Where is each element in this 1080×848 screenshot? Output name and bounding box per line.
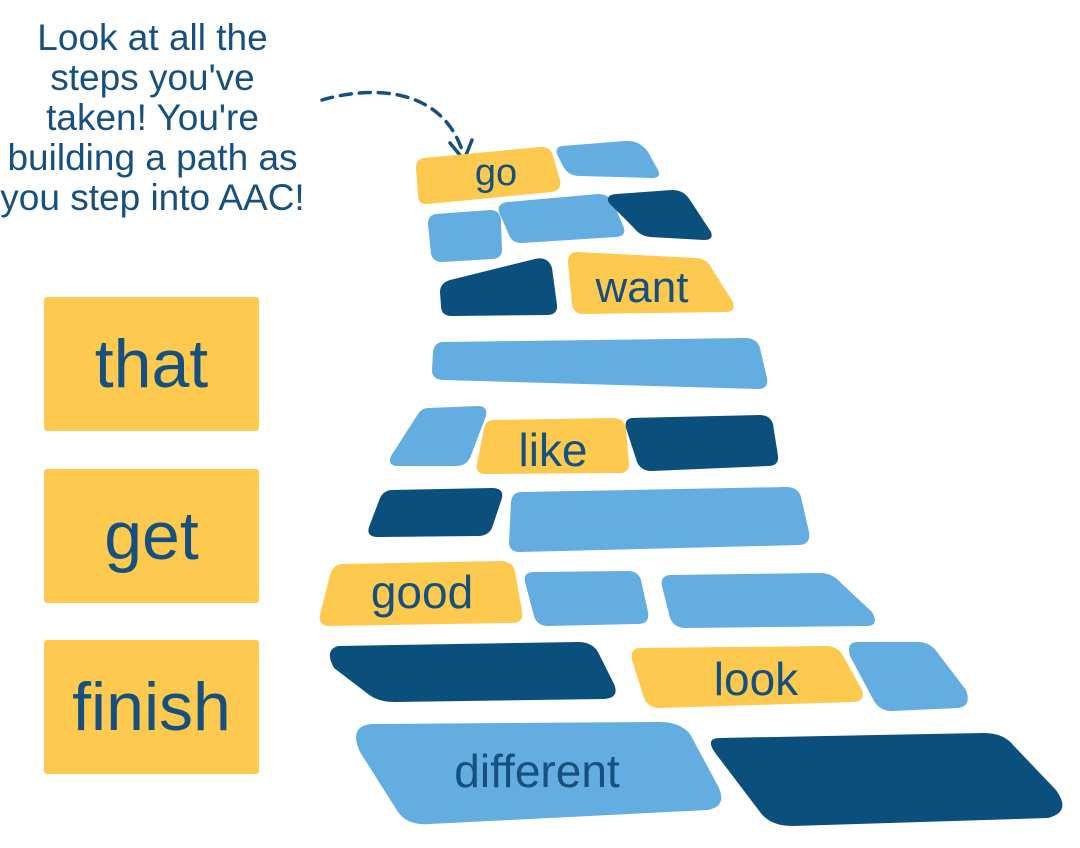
stone-label-want: want bbox=[595, 263, 689, 312]
stone-different[interactable] bbox=[356, 722, 722, 825]
word-card-label: get bbox=[104, 498, 199, 574]
stone[interactable] bbox=[440, 258, 558, 316]
stone-label-different: different bbox=[454, 745, 620, 797]
stone[interactable] bbox=[625, 415, 779, 471]
stone[interactable] bbox=[556, 140, 660, 178]
stone[interactable] bbox=[607, 190, 712, 240]
stone[interactable] bbox=[498, 194, 625, 243]
intro-text: Look at all the steps you've taken! You'… bbox=[0, 17, 305, 218]
stone-label-like: like bbox=[518, 424, 587, 476]
word-card-label: finish bbox=[72, 669, 231, 745]
stone[interactable] bbox=[389, 406, 487, 466]
stone[interactable] bbox=[710, 733, 1063, 826]
word-card-finish[interactable]: finish bbox=[44, 640, 259, 774]
word-card-that[interactable]: that bbox=[44, 297, 259, 431]
word-card-get[interactable]: get bbox=[44, 469, 259, 603]
stone[interactable] bbox=[661, 573, 875, 628]
stone-label-go: go bbox=[475, 152, 517, 194]
word-card-label: that bbox=[94, 326, 209, 402]
stone-good[interactable] bbox=[319, 561, 523, 626]
stone[interactable] bbox=[524, 571, 649, 626]
stone-label-look: look bbox=[714, 653, 799, 705]
stone[interactable] bbox=[428, 210, 502, 262]
stone-label-good: good bbox=[371, 566, 473, 618]
stone[interactable] bbox=[509, 487, 810, 552]
stone[interactable] bbox=[432, 338, 768, 389]
dashed-curved-arrow-icon bbox=[320, 90, 474, 162]
stone[interactable] bbox=[368, 488, 503, 537]
stone-look[interactable] bbox=[631, 646, 863, 708]
stone-like[interactable] bbox=[476, 418, 629, 474]
stone-go[interactable] bbox=[416, 146, 561, 205]
stone-want[interactable] bbox=[568, 252, 734, 314]
stone[interactable] bbox=[329, 642, 616, 702]
stone[interactable] bbox=[849, 642, 968, 711]
